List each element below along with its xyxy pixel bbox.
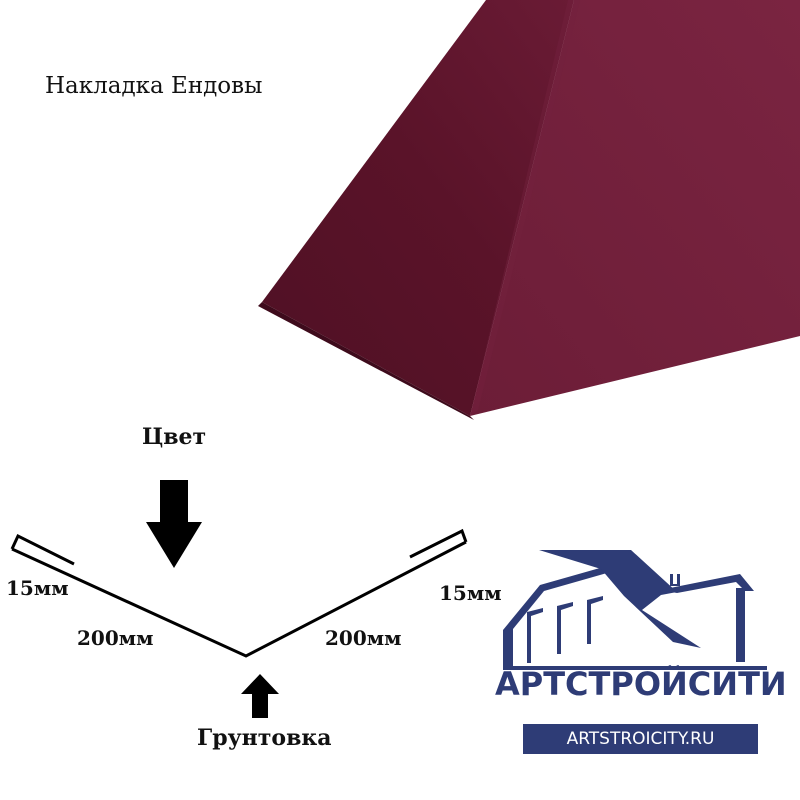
down-arrow-icon	[146, 480, 202, 568]
product-title: Накладка Ендовы	[45, 73, 263, 99]
house-logo-icon	[503, 550, 767, 670]
company-logo: АРТСТРОЙСИТИ ARTSTROICITY.RU	[495, 550, 787, 765]
primer-label: Грунтовка	[197, 725, 332, 751]
profile-cross-section	[10, 528, 468, 658]
valley-crease-highlight	[470, 0, 580, 416]
logo-website-band: ARTSTROICITY.RU	[523, 724, 758, 754]
left-flange-dimension: 15мм	[6, 576, 69, 600]
logo-website-text: ARTSTROICITY.RU	[566, 729, 715, 749]
valley-right-face	[470, 0, 800, 416]
up-arrow-icon	[241, 674, 279, 718]
color-label: Цвет	[142, 424, 207, 450]
right-side-dimension: 200мм	[325, 626, 402, 650]
valley-front-edge	[258, 302, 474, 420]
left-side-dimension: 200мм	[77, 626, 154, 650]
right-flange-dimension: 15мм	[439, 581, 502, 605]
logo-brand-name: АРТСТРОЙСИТИ	[495, 665, 787, 703]
